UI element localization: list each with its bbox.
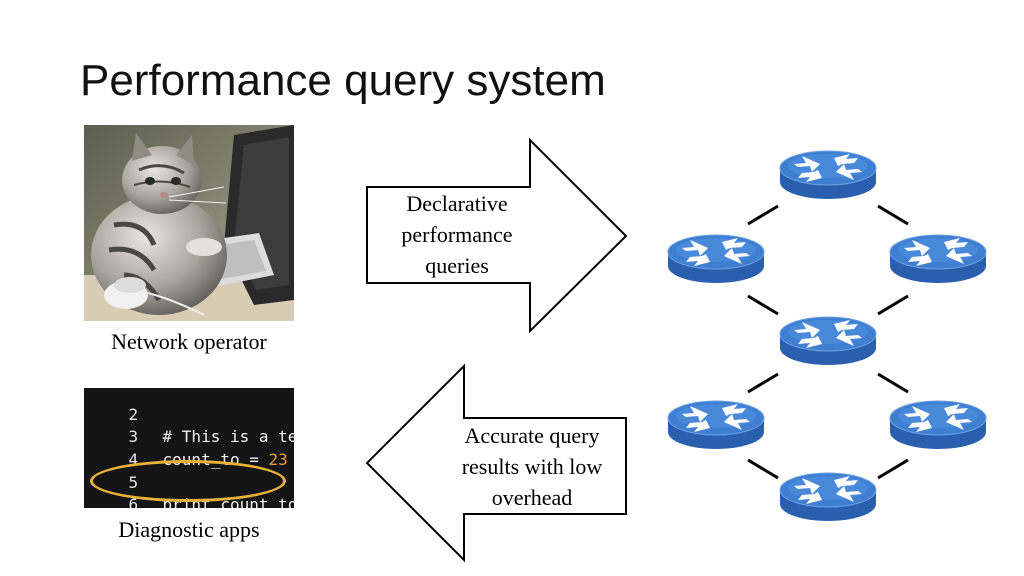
link <box>747 372 779 394</box>
router-icon <box>889 234 987 284</box>
link <box>877 458 909 480</box>
link <box>877 204 909 226</box>
network-operator-photo <box>84 125 294 321</box>
link <box>747 458 779 480</box>
slide-title: Performance query system <box>80 56 606 105</box>
right-arrow-shape <box>366 137 628 334</box>
code-line: 2 <box>128 405 139 424</box>
link <box>747 294 779 316</box>
queries-arrow-label: Declarative performance queries <box>401 191 513 278</box>
router-icon <box>779 150 877 200</box>
results-arrow-label: Accurate query results with low overhead <box>461 423 603 510</box>
left-arrow-shape <box>365 363 627 563</box>
router-icon <box>779 472 877 522</box>
router-icon <box>667 400 765 450</box>
link <box>877 294 909 316</box>
operator-caption: Network operator <box>111 329 267 354</box>
router-icon <box>889 400 987 450</box>
apps-caption: Diagnostic apps <box>118 517 260 542</box>
router-icon <box>779 316 877 366</box>
highlight-ellipse <box>90 460 286 502</box>
link <box>747 204 779 226</box>
code-line: 3# This is a test <box>128 427 294 446</box>
link <box>877 372 909 394</box>
router-icon <box>667 234 765 284</box>
